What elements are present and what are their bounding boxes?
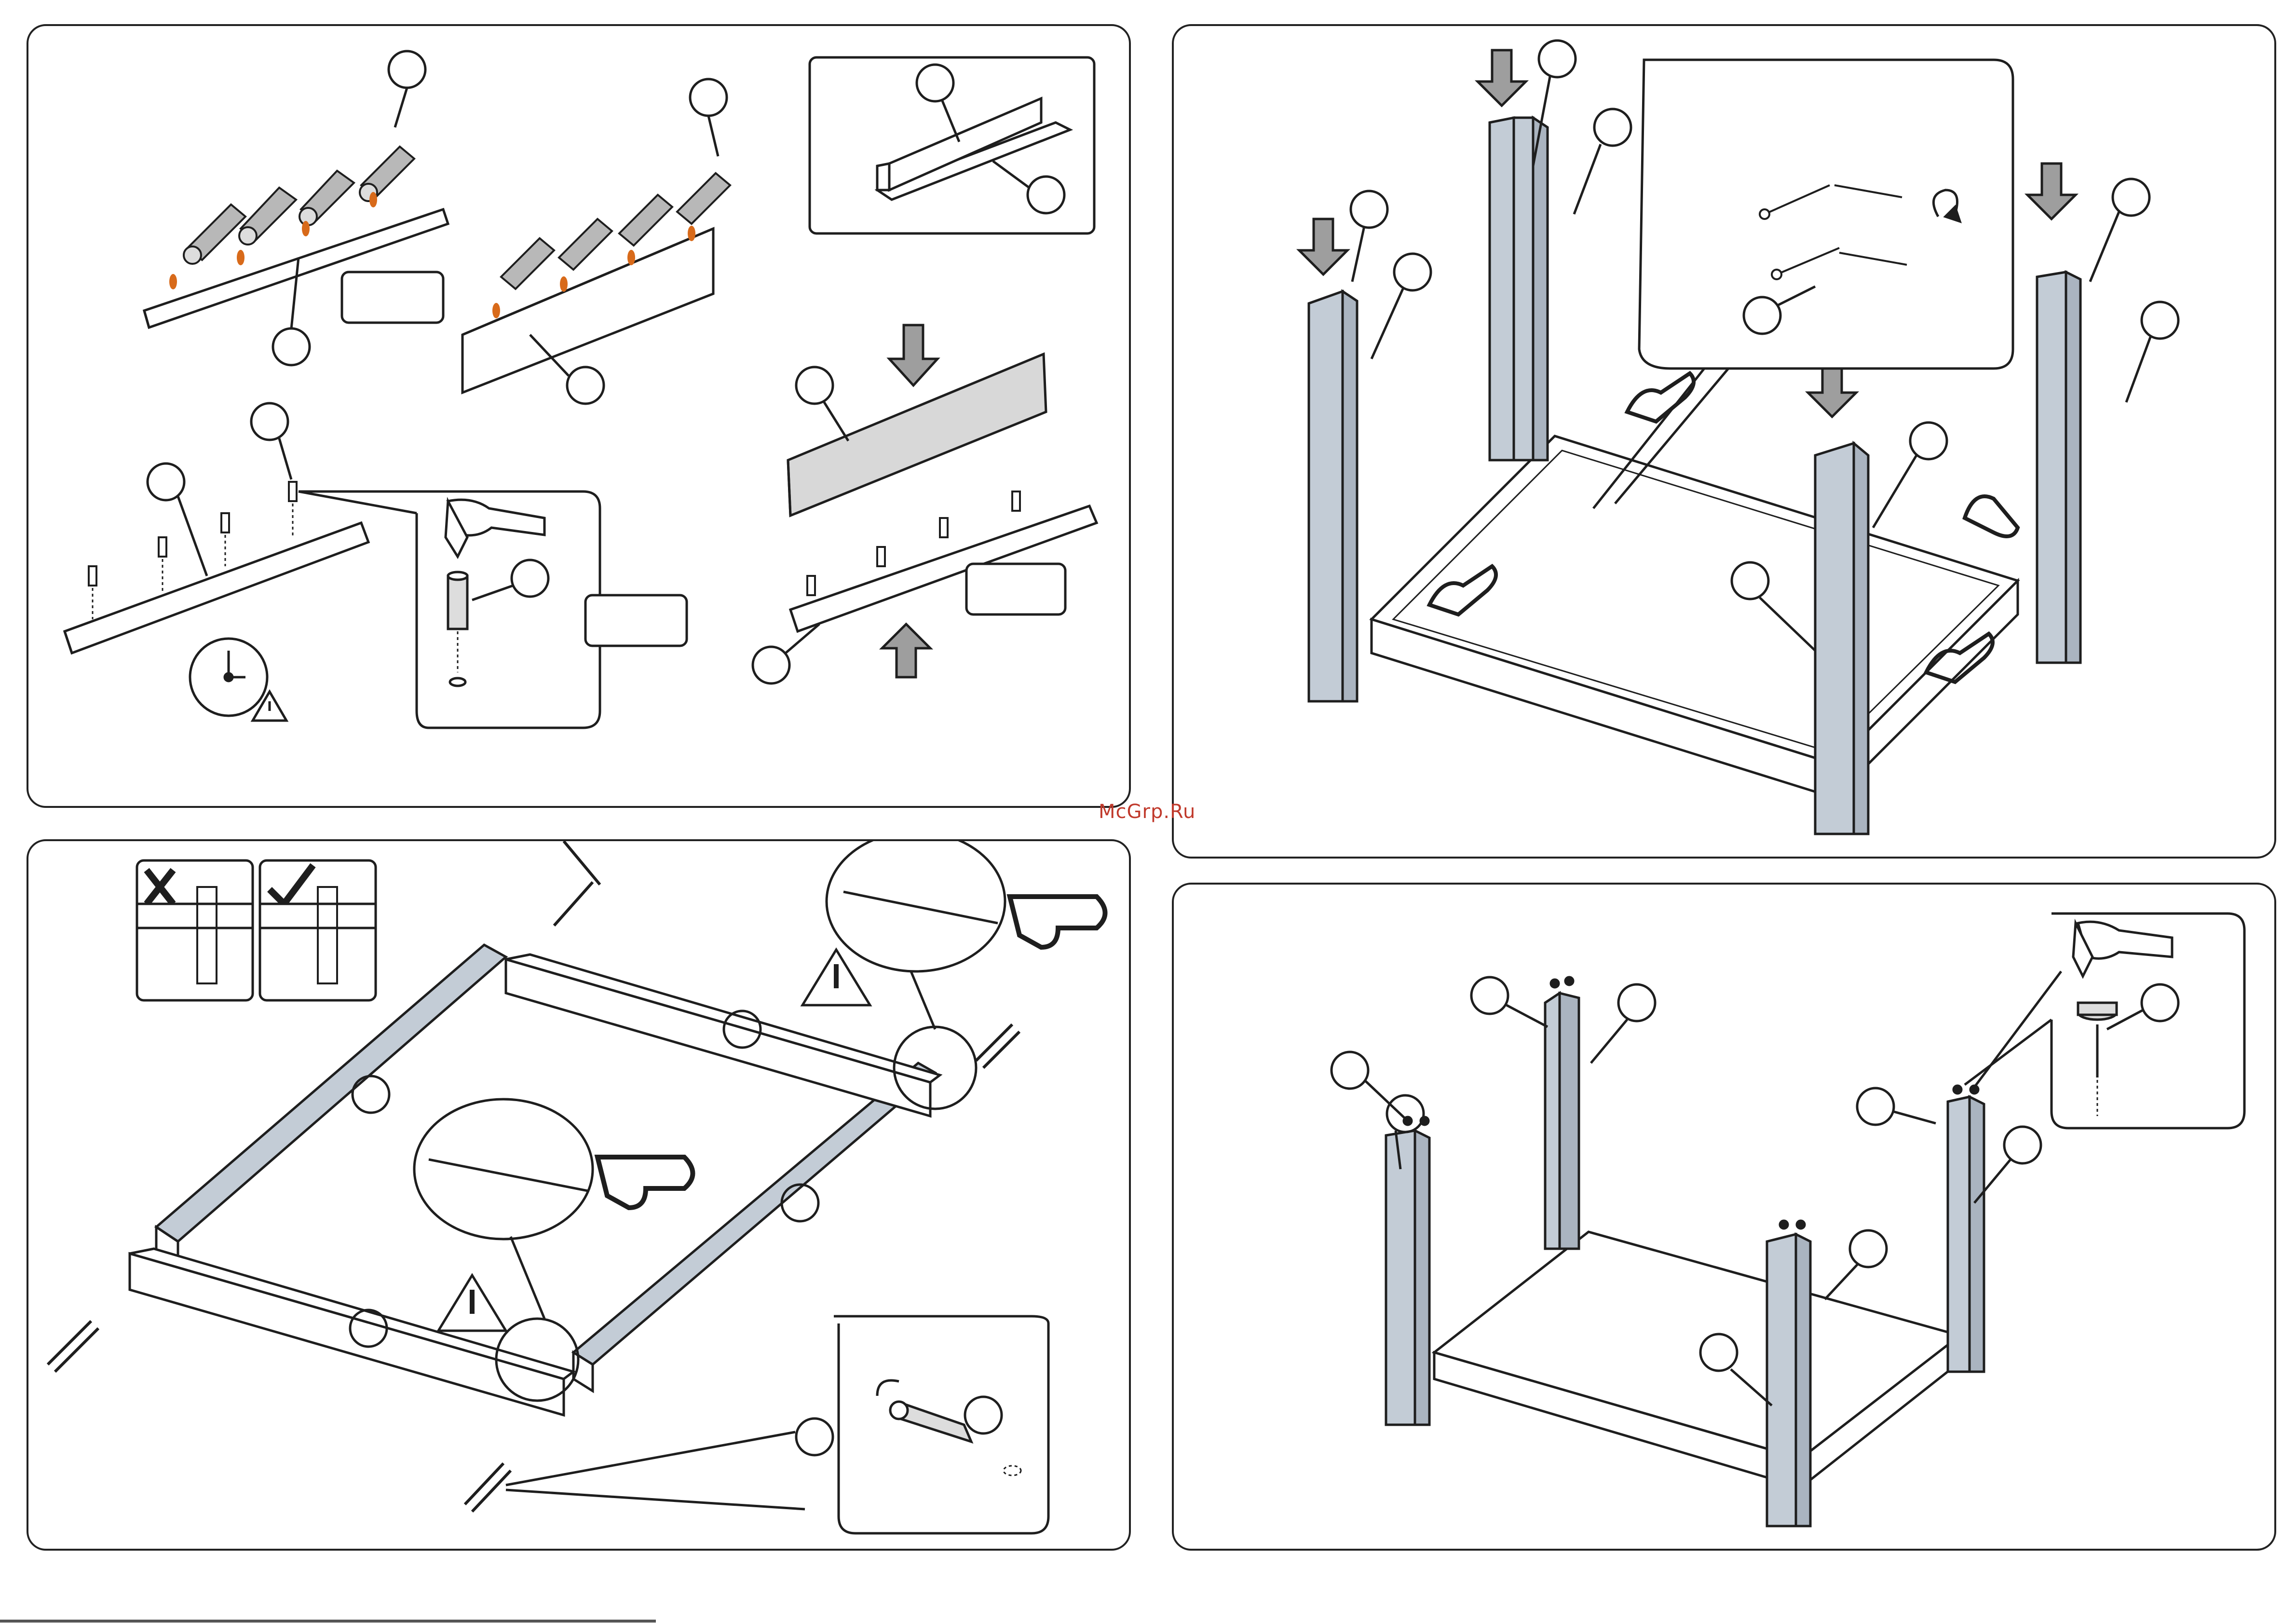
frame-end-back — [506, 955, 940, 1116]
leg-front-left — [1386, 1131, 1429, 1425]
part-callout — [273, 328, 310, 365]
leg-back-right — [2037, 272, 2080, 663]
warning-icon — [438, 1275, 506, 1331]
clock-warning-icon — [190, 639, 286, 721]
plank-top-left — [144, 209, 448, 327]
frame-assembly-illustration — [28, 841, 1131, 1551]
step-panel-glides — [1172, 883, 2276, 1551]
quantity-box — [342, 272, 443, 323]
leg-front-right — [1767, 1234, 1810, 1526]
plank-with-dowels — [65, 523, 368, 653]
magnifier-detail — [414, 1099, 593, 1239]
leg-back-left — [1490, 118, 1548, 460]
watermark-text: McGrp.Ru — [1099, 801, 1196, 823]
dowel-icon — [448, 572, 467, 629]
arrow-down-icon — [889, 325, 937, 385]
glue-dowel-illustration — [28, 26, 1131, 808]
footer-divider — [0, 1620, 656, 1623]
leg-front-left — [1309, 291, 1357, 701]
step-panel-glue-dowels — [27, 24, 1131, 808]
arrow-up-icon — [882, 624, 930, 677]
part-callout — [389, 51, 425, 88]
table-frame — [1434, 1232, 1960, 1487]
warning-icon — [802, 950, 870, 1005]
step-panel-frame-assembly — [27, 839, 1131, 1551]
leg-back-right — [1948, 1097, 1984, 1372]
table-frame — [1372, 436, 2018, 798]
step-panel-attach-legs — [1172, 24, 2276, 859]
leg-attach-illustration — [1174, 26, 2276, 859]
leg-back-left — [1545, 993, 1579, 1249]
leg-front-right — [1815, 443, 1868, 834]
glide-nail-illustration — [1174, 885, 2276, 1551]
